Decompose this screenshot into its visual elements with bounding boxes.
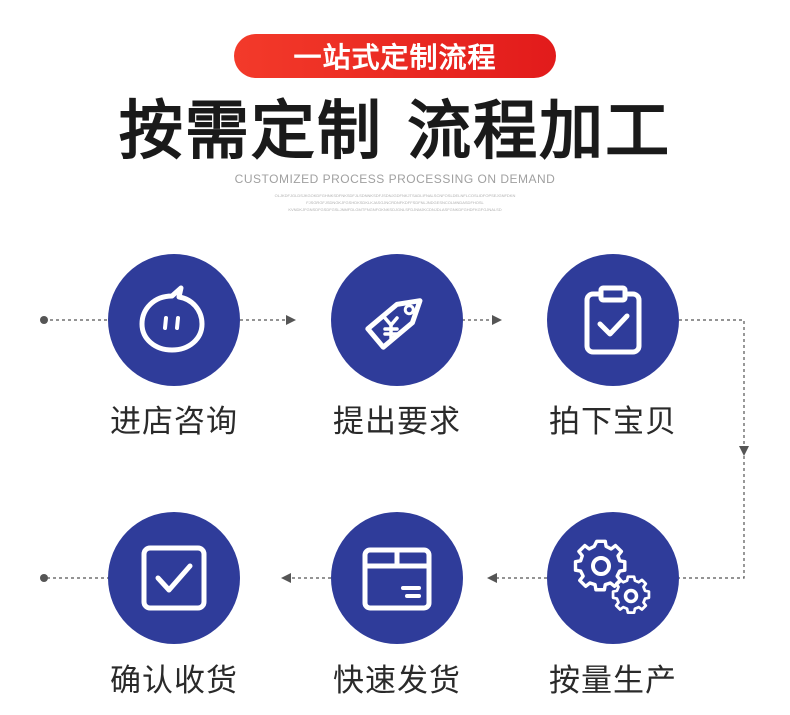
connector-down-4 (679, 450, 745, 579)
step-4-circle (547, 512, 679, 644)
process-badge: 一站式定制流程 (234, 34, 556, 78)
step-6-circle (108, 512, 240, 644)
price-tag-icon (365, 298, 423, 350)
gears-icon (573, 539, 651, 614)
arrow-down-icon (739, 446, 749, 456)
step-4-label: 按量生产 (549, 663, 677, 699)
flow-start-dot (40, 316, 48, 324)
step-1-circle (108, 254, 240, 386)
fine-print-line-2: FJSGRGFJSDNGKJFGSHDKSDKLKJASGJNCRDNFKDFF… (306, 200, 484, 205)
arrow-left-icon (487, 573, 497, 583)
flow-end-dot (40, 574, 48, 582)
arrow-left-icon (281, 573, 291, 583)
chat-face-icon (139, 285, 205, 353)
package-box-icon (362, 547, 432, 611)
step-6-label: 确认收货 (110, 663, 238, 699)
page-subtitle: CUSTOMIZED PROCESS PROCESSING ON DEMAND (234, 172, 556, 186)
step-5-circle (331, 512, 463, 644)
step-5-label: 快速发货 (333, 663, 461, 699)
step-2-label: 提出要求 (333, 404, 461, 440)
page-title: 按需定制 流程加工 (118, 95, 672, 169)
clipboard-check-icon (584, 285, 642, 355)
step-3-circle (547, 254, 679, 386)
step-2-circle (331, 254, 463, 386)
arrow-right-icon (286, 315, 296, 325)
step-1-label: 进店咨询 (110, 404, 238, 440)
checkbox-icon (141, 545, 207, 611)
step-3-label: 拍下宝贝 (549, 404, 677, 440)
fine-print-line-3: KVNDKJFGNSDFGSDFGSLJNMFDLGMTFNGNFGKNKSDJ… (288, 207, 502, 212)
fine-print-line-1: OLJKDFJGLDSJKGOKDFGHNKSDFNKSDFJLSDNNKSDF… (274, 193, 516, 198)
arrow-right-icon (492, 315, 502, 325)
